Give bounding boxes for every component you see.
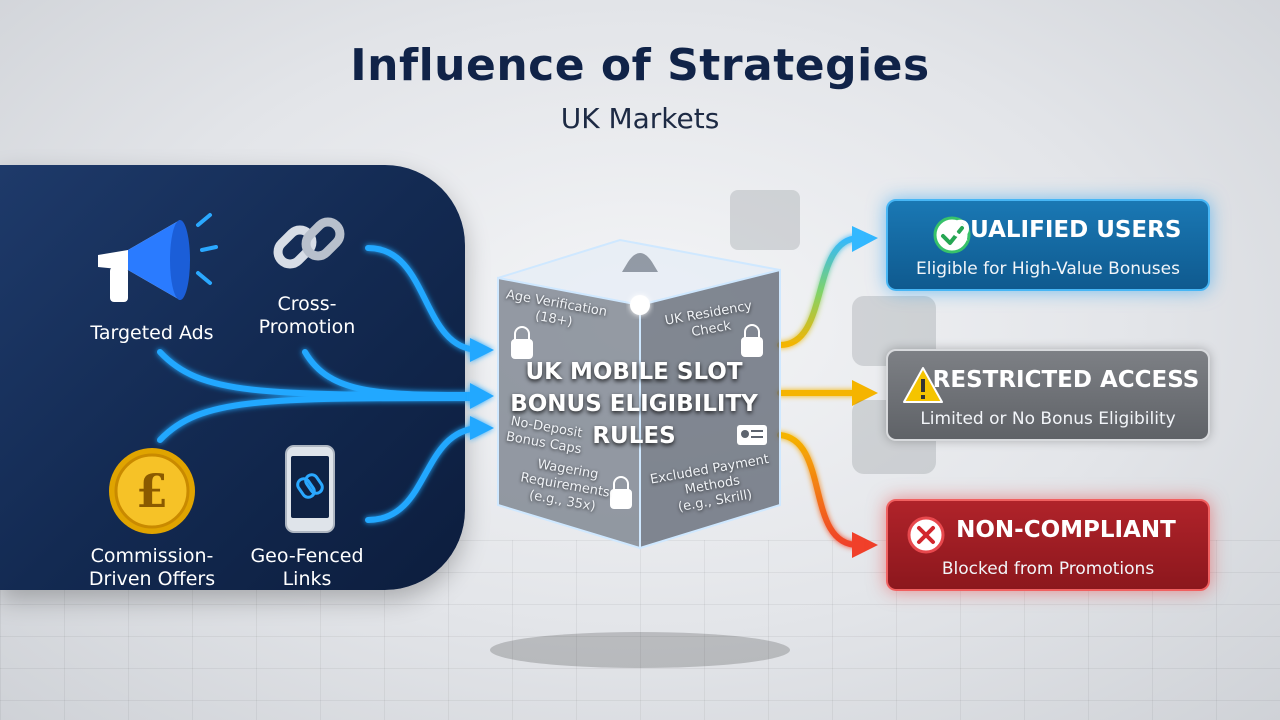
warning-triangle-icon xyxy=(903,367,943,403)
source-label-cross-promotion: Cross- Promotion xyxy=(258,293,356,338)
source-label-targeted-ads: Targeted Ads xyxy=(90,322,214,344)
arrowhead-non-compliant xyxy=(852,532,878,558)
outcome-non-compliant: NON-COMPLIANT Blocked from Promotions xyxy=(886,499,1210,591)
check-circle-icon xyxy=(933,216,971,254)
svg-text:£: £ xyxy=(136,464,168,518)
lock-icon-3 xyxy=(613,476,629,490)
lock-icon-2 xyxy=(744,324,760,338)
x-circle-icon xyxy=(907,516,945,554)
chain-link-icon xyxy=(270,205,350,289)
outcome-restricted-access: RESTRICTED ACCESS Limited or No Bonus El… xyxy=(886,349,1210,441)
rules-box-title: UK MOBILE SLOT BONUS ELIGIBILITY RULES xyxy=(510,356,758,452)
outcome-description: Eligible for High-Value Bonuses xyxy=(916,259,1180,279)
rules-title-line-1: UK MOBILE SLOT xyxy=(525,359,743,385)
outcome-title: NON-COMPLIANT xyxy=(956,517,1176,543)
outcome-title: QUALIFIED USERS xyxy=(950,217,1182,243)
arrowhead-qualified xyxy=(852,226,878,252)
bell-icon xyxy=(622,253,658,272)
source-label-commission-driven-offers: Commission- Driven Offers xyxy=(88,545,216,590)
document-icon xyxy=(730,190,800,250)
flow-line-geo-fenced xyxy=(365,425,481,523)
flow-line-targeted-ads xyxy=(157,349,481,398)
cube-glow xyxy=(630,295,650,315)
rules-title-line-3: RULES xyxy=(592,423,676,449)
flow-arrowhead-3 xyxy=(470,416,494,440)
flow-arrowhead-2 xyxy=(470,383,494,409)
page-title: Influence of Strategies xyxy=(350,40,930,91)
lock-icon xyxy=(514,326,530,340)
arrowhead-restricted xyxy=(852,380,878,406)
flow-line-mid xyxy=(302,349,481,398)
flow-line-cross-promotion xyxy=(365,245,481,353)
rules-title-line-2: BONUS ELIGIBILITY xyxy=(510,391,758,417)
pound-coin-icon: £ xyxy=(107,446,197,540)
outcome-arrow-qualified xyxy=(777,235,861,348)
outcome-arrow-non-compliant xyxy=(777,432,861,548)
outcome-title: RESTRICTED ACCESS xyxy=(932,367,1200,393)
lock-icon-body xyxy=(511,339,533,359)
flow-line-commission xyxy=(157,395,481,443)
outcome-description: Blocked from Promotions xyxy=(941,559,1155,579)
outcome-qualified-users: QUALIFIED USERS Eligible for High-Value … xyxy=(886,199,1210,291)
smartphone-link-icon xyxy=(284,444,336,538)
page-subtitle: UK Markets xyxy=(560,102,720,135)
cube-shadow xyxy=(490,632,790,668)
flow-arrowhead-1 xyxy=(470,338,494,362)
megaphone-icon xyxy=(88,205,218,319)
source-label-geo-fenced-links: Geo-Fenced Links xyxy=(250,545,364,590)
chat-icon xyxy=(852,296,936,366)
outcome-description: Limited or No Bonus Eligibility xyxy=(920,409,1176,429)
